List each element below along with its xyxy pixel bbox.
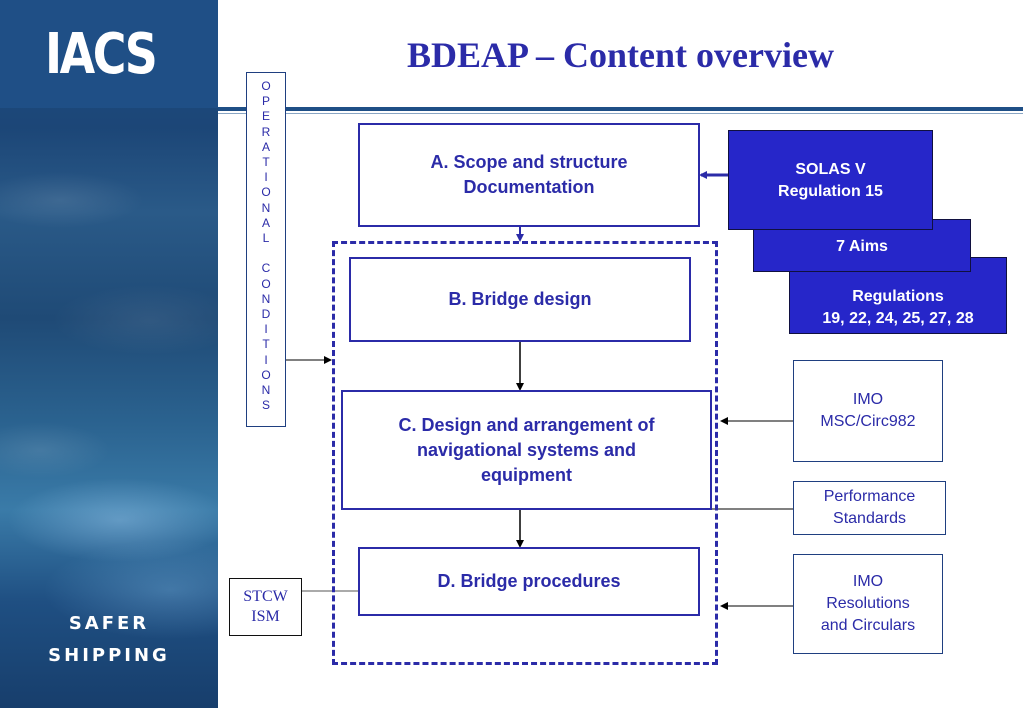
imo-msc-line1: IMO: [852, 391, 884, 408]
vertical-letter: A: [261, 139, 270, 154]
box-b-bridge-design: B. Bridge design: [349, 257, 691, 342]
vertical-letter: T: [262, 337, 270, 352]
box-c-label: C. Design and arrangement of navigationa…: [398, 414, 655, 485]
vertical-letter: P: [261, 94, 270, 109]
dashed-group: [332, 241, 718, 665]
performance-standards-box: Performance Standards: [793, 481, 946, 535]
vertical-letter: T: [262, 155, 270, 169]
vertical-letter: L: [262, 231, 270, 245]
box-d-procedures: D. Bridge procedures: [358, 547, 700, 616]
side-panel-top-band: [0, 0, 218, 108]
slide-title: BDEAP – Content overview: [407, 35, 834, 75]
title-rule-thin: [218, 113, 1023, 114]
iacs-logo: IACS: [45, 22, 158, 87]
vertical-letter: O: [261, 367, 271, 382]
vertical-letter: N: [261, 383, 271, 397]
vertical-letter: C: [261, 261, 271, 276]
imo-res-line3: and Circulars: [820, 617, 916, 634]
box-a-label: A. Scope and structure Documentation: [430, 152, 628, 197]
vertical-letter: I: [264, 352, 268, 367]
vertical-letter: S: [261, 398, 270, 413]
stcw-line2: ISM: [251, 608, 280, 625]
box-d-label: D. Bridge procedures: [437, 571, 621, 591]
imo-res-line1: IMO: [852, 573, 884, 590]
vertical-letter: O: [261, 79, 271, 93]
box-c-arrangement: C. Design and arrangement of navigationa…: [341, 390, 712, 510]
tagline-safer: SAFER: [68, 613, 150, 634]
vertical-letter: I: [264, 170, 268, 185]
seven-aims-label: 7 Aims: [836, 238, 888, 255]
side-panel: IACS SAFER SHIPPING: [0, 0, 218, 708]
vertical-letter: N: [261, 200, 271, 215]
vertical-letter: R: [261, 124, 271, 139]
solas-line1: SOLAS V: [795, 161, 866, 178]
stcw-line1: STCW: [243, 588, 288, 605]
solas-line2: Regulation 15: [778, 183, 883, 200]
imo-msc-line2: MSC/Circ982: [820, 413, 916, 430]
ocean-image: [0, 120, 218, 708]
vertical-letter: O: [261, 276, 271, 291]
regulations-line1: Regulations: [852, 288, 944, 305]
stcw-ism-box: STCW ISM: [229, 578, 302, 636]
solas-box: SOLAS V Regulation 15: [728, 130, 933, 230]
vertical-letter: N: [261, 291, 271, 306]
performance-line1: Performance: [823, 488, 916, 505]
regulations-line2: 19, 22, 24, 25, 27, 28: [822, 310, 974, 327]
imo-resolutions-box: IMO Resolutions and Circulars: [793, 554, 943, 654]
vertical-letter: E: [261, 109, 270, 124]
vertical-letter: O: [261, 185, 271, 200]
performance-line2: Standards: [833, 510, 906, 527]
title-rule: [218, 107, 1023, 111]
box-b-label: B. Bridge design: [448, 289, 592, 309]
imo-msc-box: IMO MSC/Circ982: [793, 360, 943, 462]
vertical-letter: D: [261, 307, 271, 321]
imo-res-line2: Resolutions: [826, 595, 910, 612]
box-a-scope: A. Scope and structure Documentation: [358, 123, 700, 227]
tagline-shipping: SHIPPING: [48, 645, 170, 666]
vertical-letter: I: [264, 322, 268, 337]
vertical-letter: A: [261, 215, 270, 230]
